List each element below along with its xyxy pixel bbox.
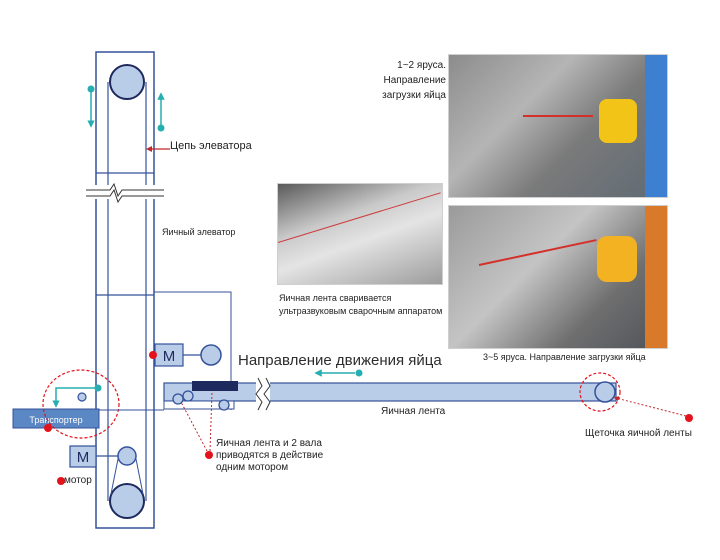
belt-drive-label-line-1: Яичная лента и 2 вала bbox=[216, 438, 322, 449]
tier-3-5-roller bbox=[597, 236, 637, 282]
elevator-bottom-wheel bbox=[109, 483, 145, 519]
belt-roller-3 bbox=[218, 399, 230, 411]
upper-motor-dot bbox=[149, 351, 157, 359]
tier-1-2-photo bbox=[448, 54, 668, 198]
belt-drive-pointer-1 bbox=[180, 401, 208, 452]
tier-1-2-label-line-3: загрузки яйца bbox=[382, 90, 446, 101]
lower-motor-symbol: M bbox=[77, 449, 90, 466]
tier-1-2-label-line-1: 1~2 яруса. bbox=[397, 60, 446, 71]
egg-elevator-label: Яичный элеватор bbox=[162, 227, 236, 237]
belt-roller-1 bbox=[172, 393, 184, 405]
upper-motor-symbol: M bbox=[163, 348, 176, 365]
elevator-break-mark bbox=[86, 182, 164, 204]
transporter-bar bbox=[12, 408, 100, 429]
brush-dot bbox=[685, 414, 693, 422]
motor-label: мотор bbox=[64, 475, 92, 486]
welded-belt-seam-line bbox=[278, 192, 441, 243]
elevator-chain-label: Цепь элеватора bbox=[170, 140, 252, 152]
elevator-top-wheel bbox=[109, 64, 145, 100]
egg-direction-label: Направление движения яйца bbox=[238, 352, 442, 369]
transfer-arrow bbox=[52, 384, 102, 408]
transporter-dot bbox=[44, 424, 52, 432]
upper-motor-pulley bbox=[200, 344, 222, 366]
tier-3-5-label: 3~5 яруса. Направление загрузки яйца bbox=[483, 352, 646, 362]
egg-direction-arrow bbox=[314, 369, 363, 377]
tier-1-2-label-line-2: Направление bbox=[383, 75, 446, 86]
egg-belt-label: Яичная лента bbox=[381, 406, 446, 417]
lower-motor-dot bbox=[57, 477, 65, 485]
drive-connection-line bbox=[154, 291, 232, 410]
belt-drive-label-line-3: одним мотором bbox=[216, 462, 289, 473]
lower-motor-pulley bbox=[117, 446, 137, 466]
tier-1-2-label: 1~2 яруса. Направление загрузки яйца bbox=[378, 58, 446, 103]
belt-drive-dot bbox=[205, 451, 213, 459]
welded-belt-label: Яичная лента сваривается ультразвуковым … bbox=[279, 292, 442, 318]
welded-belt-photo bbox=[277, 183, 443, 285]
egg-belt-break-mark bbox=[255, 377, 271, 411]
tier-3-5-frame bbox=[645, 206, 667, 348]
tier-1-2-frame bbox=[645, 55, 667, 197]
elevator-up-arrow bbox=[157, 92, 165, 132]
belt-drive-block bbox=[192, 381, 238, 391]
elevator-down-arrow bbox=[87, 85, 95, 128]
welded-belt-label-line-1: Яичная лента сваривается bbox=[279, 293, 392, 303]
brush-pointer bbox=[613, 396, 687, 417]
welded-belt-label-line-2: ультразвуковым сварочным аппаратом bbox=[279, 306, 443, 316]
belt-brush-label: Щеточка яичной ленты bbox=[585, 428, 692, 439]
tier-3-5-direction-line bbox=[478, 239, 597, 266]
brush-highlight-circle bbox=[579, 372, 621, 412]
tier-3-5-photo bbox=[448, 205, 668, 349]
belt-drive-pointer-2 bbox=[209, 391, 213, 452]
transfer-highlight-circle bbox=[42, 369, 120, 439]
lower-motor-belt-2 bbox=[135, 458, 144, 495]
transporter-label: Транспортер bbox=[29, 415, 82, 425]
lower-motor: M bbox=[69, 445, 97, 468]
lower-motor-belt-1 bbox=[110, 458, 119, 495]
upper-motor: M bbox=[154, 343, 184, 367]
tier-1-2-roller bbox=[599, 99, 637, 143]
egg-belt-lower-strip bbox=[163, 400, 235, 410]
belt-drive-label: Яичная лента и 2 вала приводятся в дейст… bbox=[216, 438, 323, 474]
belt-roller-2 bbox=[182, 390, 194, 402]
transfer-roller bbox=[77, 392, 87, 402]
belt-drive-label-line-2: приводятся в действие bbox=[216, 450, 324, 461]
egg-belt bbox=[163, 382, 617, 402]
tier-1-2-direction-line bbox=[523, 115, 593, 117]
elevator-frame bbox=[95, 51, 155, 529]
belt-end-roller bbox=[594, 381, 616, 403]
